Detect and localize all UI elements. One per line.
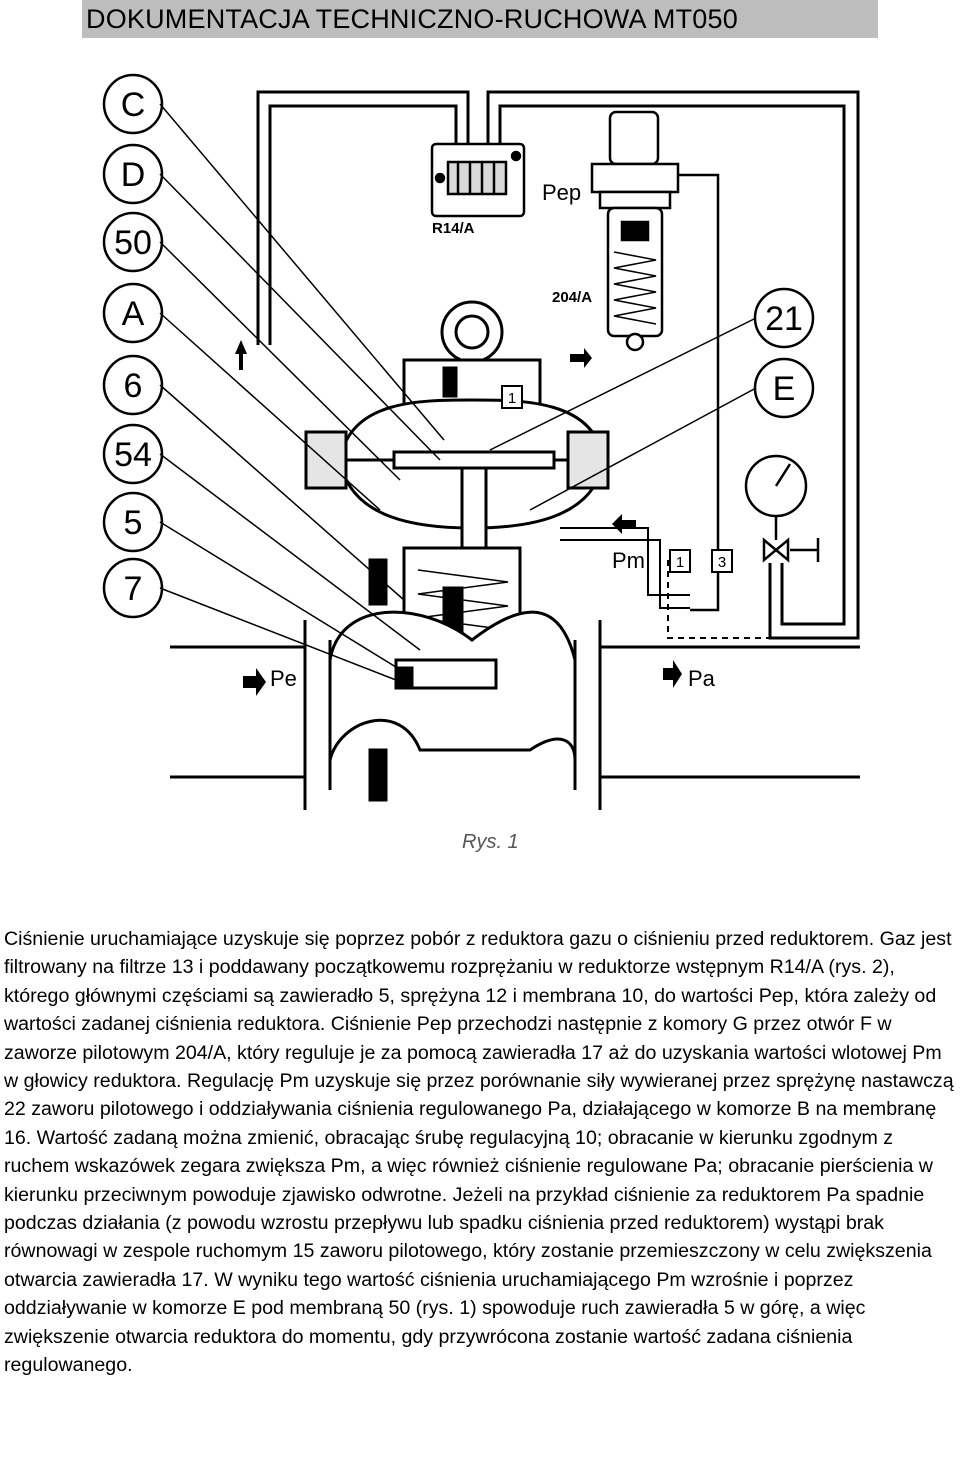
callout-6: 6	[124, 367, 143, 405]
regulator-diagram: C D 50 A 6 54 5 7 21 E 1 1 3 R14/A 204/A…	[102, 73, 860, 853]
pilot-valve-204a	[590, 110, 680, 352]
callout-50: 50	[114, 224, 152, 262]
pilot-tube-inner	[268, 104, 846, 626]
left-leader-lines	[159, 103, 445, 681]
box-3-pm: 3	[718, 554, 726, 571]
label-pm: Pm	[612, 548, 645, 573]
figure-caption: Rys. 1	[462, 831, 519, 853]
body-paragraph: Ciśnienie uruchamiające uzyskuje się pop…	[4, 928, 954, 1377]
callout-54: 54	[114, 436, 152, 474]
pilot-tube-dashed	[667, 560, 858, 639]
callout-5: 5	[124, 504, 143, 542]
callout-7: 7	[124, 570, 143, 608]
flow-arrows	[235, 340, 682, 696]
pilot-tube-right	[668, 173, 720, 612]
box-1-pm: 1	[676, 554, 684, 571]
left-callouts	[102, 73, 164, 619]
label-r14a: R14/A	[432, 220, 475, 237]
label-pep: Pep	[542, 180, 581, 205]
box-1-top: 1	[508, 390, 516, 407]
callout-e: E	[773, 370, 796, 408]
label-pa: Pa	[688, 666, 716, 691]
pressure-gauge	[744, 454, 820, 563]
pre-regulator-r14a	[430, 142, 526, 218]
regulator-head	[304, 300, 610, 650]
callout-a: A	[122, 295, 145, 333]
document-title: DOKUMENTACJA TECHNICZNO-RUCHOWA MT050	[86, 4, 738, 34]
label-204a: 204/A	[552, 289, 592, 306]
label-pe: Pe	[270, 666, 297, 691]
number-boxes	[501, 385, 733, 573]
pilot-tube-outer	[256, 90, 860, 640]
title-bar	[82, 0, 878, 38]
callout-21: 21	[765, 300, 803, 338]
callout-c: C	[121, 86, 146, 124]
callout-d: D	[121, 156, 146, 194]
right-callouts	[753, 287, 815, 419]
valve-body	[170, 610, 860, 810]
